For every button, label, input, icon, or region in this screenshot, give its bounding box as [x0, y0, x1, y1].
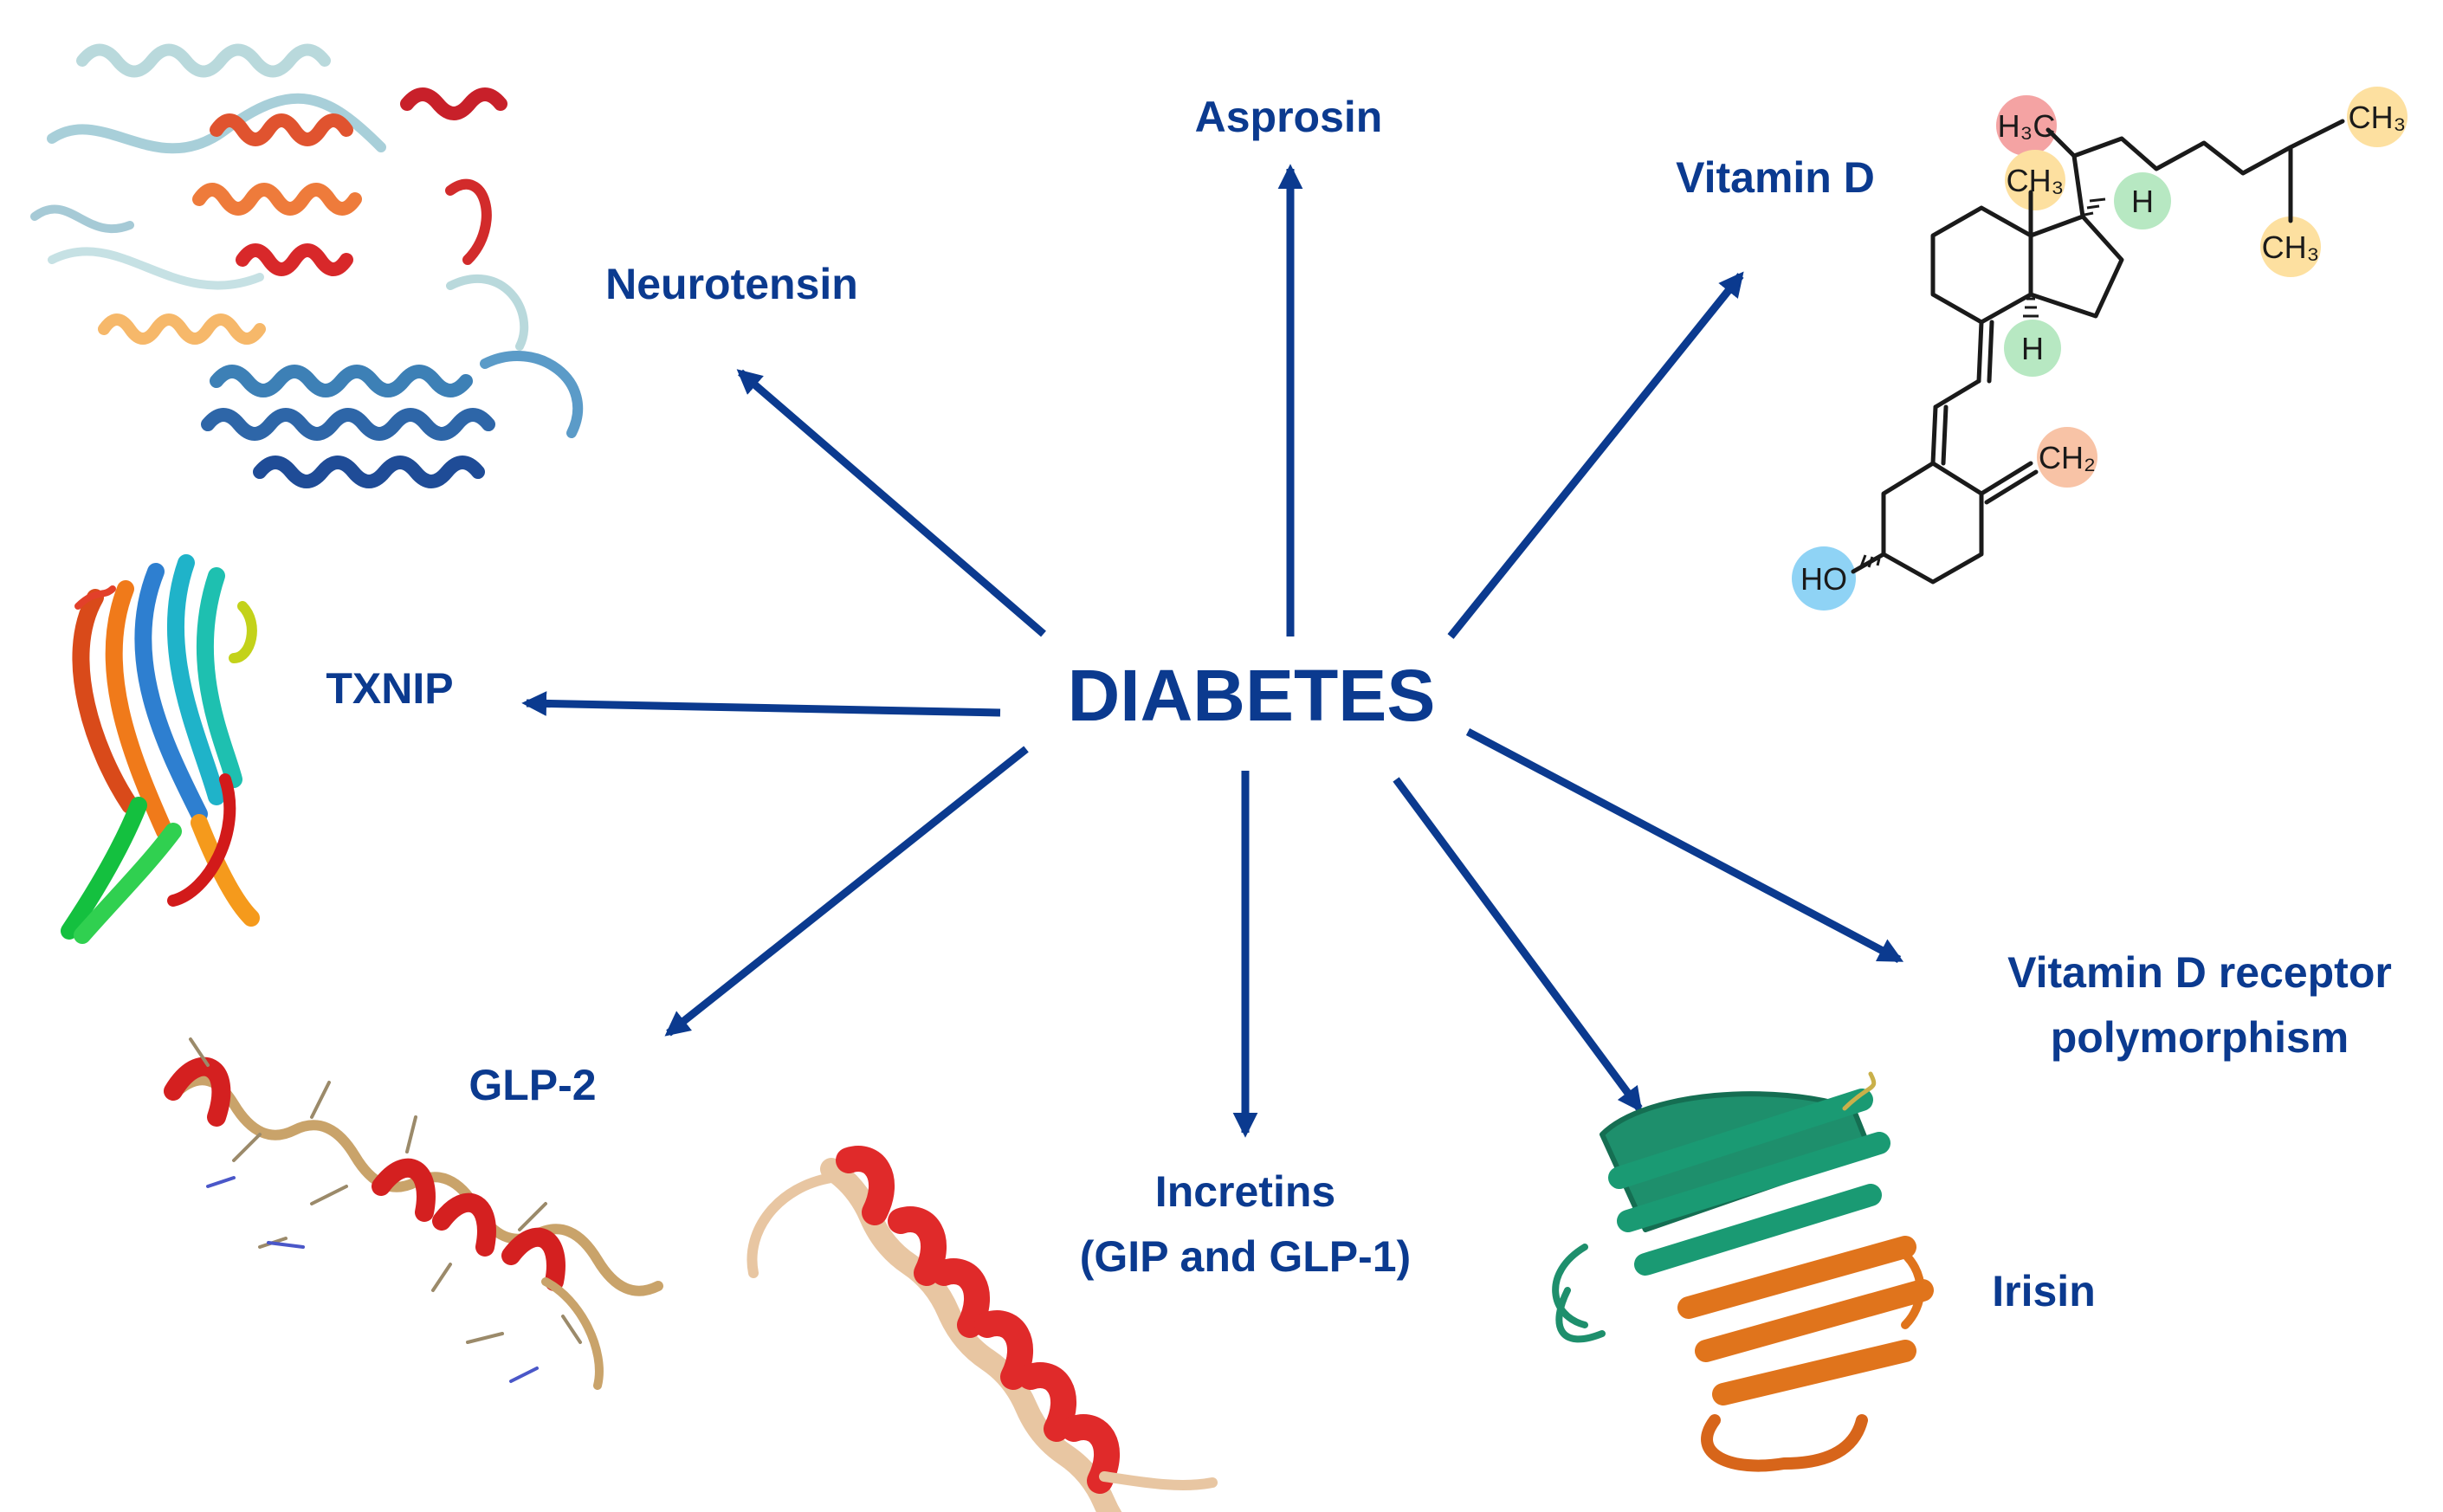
h3c-highlight — [1996, 95, 2057, 156]
ch3-top-highlight — [2347, 87, 2407, 147]
alpha-helix-icon — [746, 1146, 1218, 1512]
center-label: DIABETES — [1068, 655, 1436, 736]
h3c-label: H₃C — [1998, 108, 2056, 144]
h-lower-label: H — [2021, 331, 2044, 366]
peptide-helix-icon — [164, 1037, 663, 1390]
arrow-to-neurotensin — [736, 369, 1046, 637]
label-vdr-line2: polymorphism — [2051, 1013, 2349, 1062]
molecule-bonds — [1851, 119, 2345, 585]
ch2-label: CH₂ — [2039, 440, 2096, 475]
protein-beta-sheet-icon — [61, 554, 260, 944]
ho-highlight — [1792, 546, 1856, 611]
label-incretins-line1: Incretins — [1155, 1167, 1335, 1216]
label-vdr-line1: Vitamin D receptor — [2007, 948, 2392, 997]
ch3-angular-label: CH₃ — [2007, 163, 2065, 198]
ch3-right-label: CH₃ — [2262, 229, 2320, 265]
label-vitamin-d: Vitamin D — [1676, 153, 1875, 202]
label-asprosin: Asprosin — [1195, 93, 1383, 141]
arrow-to-glp-2 — [664, 746, 1029, 1037]
protein-dimer-icon — [1552, 1071, 1934, 1472]
label-incretins-line2: (GIP and GLP-1) — [1080, 1232, 1411, 1281]
label-txnip: TXNIP — [326, 664, 453, 713]
ch2-highlight — [2037, 427, 2097, 488]
ho-label: HO — [1800, 561, 1847, 597]
ch3-top-label: CH₃ — [2349, 100, 2407, 135]
arrow-to-vitamin-d — [1447, 271, 1744, 639]
h-lower-highlight — [2004, 320, 2061, 377]
arrow-to-irisin — [1393, 777, 1643, 1113]
h-upper-highlight — [2114, 172, 2171, 229]
label-glp-2: GLP-2 — [469, 1061, 596, 1109]
arrow-to-vdr-polymorphism — [1465, 728, 1904, 963]
label-neurotensin: Neurotensin — [605, 260, 858, 308]
protein-helical-bundle-icon — [30, 43, 583, 488]
label-irisin: Irisin — [1992, 1267, 2095, 1315]
arrow-to-txnip — [521, 691, 1001, 717]
ch3-right-highlight — [2260, 216, 2321, 277]
arrows — [521, 164, 1904, 1138]
node-labels: Asprosin Neurotensin Vitamin D TXNIP GLP… — [326, 93, 2391, 1315]
vitamin-d-molecule-icon: H₃C CH₃ CH₃ CH₃ H H CH₂ HO — [1792, 87, 2407, 611]
h-upper-label: H — [2131, 184, 2154, 219]
ch3-angular-highlight — [2005, 150, 2065, 210]
